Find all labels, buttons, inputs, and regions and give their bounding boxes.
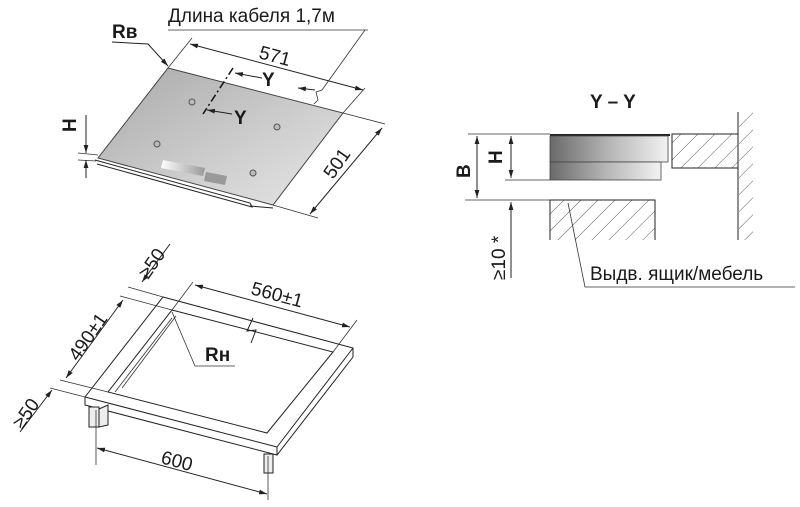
section-arrow-bottom xyxy=(206,108,233,115)
extension-line xyxy=(77,159,97,162)
extension-line xyxy=(59,379,109,393)
extension-line xyxy=(167,37,193,69)
h-dimension-label: H xyxy=(486,150,507,164)
cable-arrow xyxy=(297,86,316,92)
worktop-edge xyxy=(84,396,278,448)
hob-section-lower xyxy=(549,161,662,181)
cutout-opening xyxy=(107,309,334,434)
cutout-depth-line xyxy=(65,299,124,379)
hob-foot-dot xyxy=(249,169,257,177)
top-radius-leader xyxy=(111,41,169,67)
section-view: Y – Y B H ≥10 * Выдв. ящик/мебель xyxy=(454,92,795,288)
extension-line xyxy=(332,319,358,353)
hob-section-upper xyxy=(549,135,669,163)
wall-hatch xyxy=(739,112,753,240)
drawer-leader xyxy=(567,202,795,288)
worktop-section xyxy=(671,133,739,169)
depth-dimension-line xyxy=(309,127,383,215)
leg-left-side xyxy=(98,404,109,428)
depth-dimension: 501 xyxy=(320,145,355,183)
drawer-label: Выдв. ящик/мебель xyxy=(590,264,763,285)
cutout-view: 560±1 490±1 ≥50 ≥50 Rн 600 xyxy=(9,243,358,500)
front-clearance-arrow xyxy=(19,389,53,433)
extension-line xyxy=(127,286,164,298)
cable-length-label: Длина кабеля 1,7м xyxy=(168,6,335,27)
bottom-radius-label: Rн xyxy=(205,345,230,366)
drawer-section xyxy=(550,200,655,240)
hob-foot-dot xyxy=(153,140,161,148)
hob-height-label: H xyxy=(60,118,81,132)
worktop-edge xyxy=(276,347,354,448)
hob-top-view: Y Y 571 501 Длина кабеля 1,7м Rв H xyxy=(60,6,386,219)
extension-line xyxy=(342,112,386,125)
extension-line xyxy=(49,387,86,398)
section-arrow-top xyxy=(234,72,263,79)
width-dimension-line xyxy=(189,43,364,91)
extension-line xyxy=(272,204,319,219)
cutout-width-line xyxy=(194,284,351,328)
worktop-width-line xyxy=(96,447,268,495)
hob-front-edge-line xyxy=(249,205,274,209)
b-dimension-label: B xyxy=(454,164,475,178)
control-panel xyxy=(161,160,205,176)
leg-right xyxy=(263,453,274,474)
worktop-width-dimension: 600 xyxy=(159,448,195,476)
back-clearance-arrow xyxy=(141,243,171,283)
extension-line xyxy=(171,281,194,311)
section-marker-y-bottom: Y xyxy=(234,108,247,129)
top-radius-label: Rв xyxy=(112,22,137,43)
cable-leader xyxy=(313,29,366,105)
cutout-inner-edge xyxy=(121,315,177,389)
clearance-dimension: ≥10 * xyxy=(489,235,510,280)
hob-foot-dot xyxy=(273,123,281,131)
front-clearance-dimension: ≥50 xyxy=(9,395,44,433)
cutout-depth-dimension: 490±1 xyxy=(65,310,112,365)
cutout-inner-edge xyxy=(114,317,173,393)
section-line xyxy=(202,67,234,115)
section-marker-y-top: Y xyxy=(262,70,275,91)
hob-front-edge xyxy=(94,159,253,208)
leg-left xyxy=(88,406,100,428)
section-title: Y – Y xyxy=(590,92,636,113)
bottom-radius-leader xyxy=(171,311,235,367)
hob-foot-dot xyxy=(188,98,196,106)
extension-line xyxy=(77,152,99,156)
control-panel-dark xyxy=(204,172,227,185)
width-dimension: 571 xyxy=(257,43,293,71)
extension-line xyxy=(342,87,366,114)
extension-line xyxy=(119,295,173,311)
hob-glass-top xyxy=(550,134,670,136)
drawer-outline xyxy=(549,199,656,240)
